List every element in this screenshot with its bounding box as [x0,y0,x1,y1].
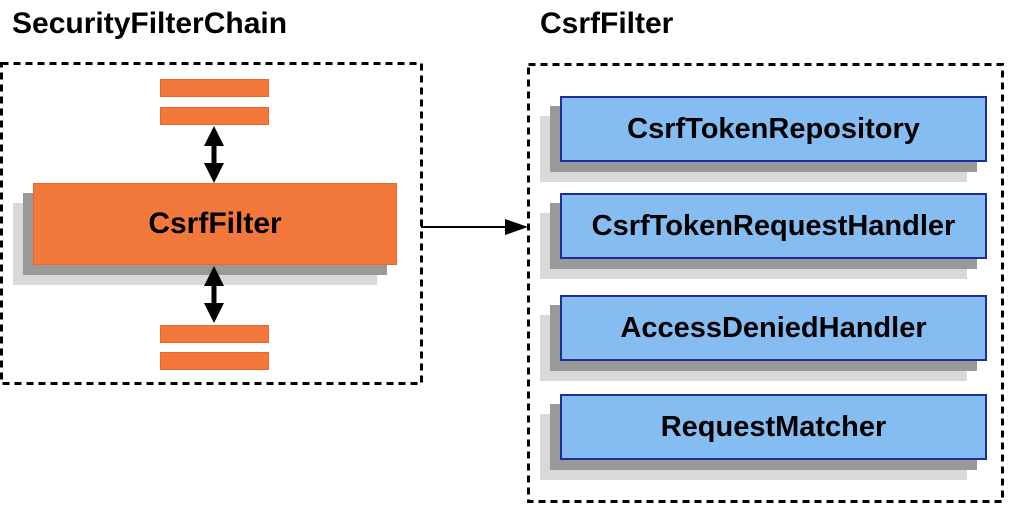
csrf-token-repository-node: CsrfTokenRepository [560,96,987,162]
csrf-token-request-handler-node: CsrfTokenRequestHandler [560,193,987,259]
csrf-filter-title: CsrfFilter [540,7,674,40]
csrf-filter-node-label: CsrfFilter [148,207,282,240]
security-filter-chain-group: CsrfFilter [0,62,423,385]
component-label: AccessDeniedHandler [620,312,927,344]
access-denied-handler-node: AccessDeniedHandler [560,295,987,361]
filter-placeholder-bar [160,352,269,370]
component-label: RequestMatcher [660,411,887,443]
bidirectional-arrow-icon [204,266,224,323]
filter-placeholder-bar [160,79,269,97]
request-matcher-node: RequestMatcher [560,394,987,460]
filter-placeholder-bar [160,325,269,343]
filter-placeholder-bar [160,107,269,125]
component-label: CsrfTokenRequestHandler [591,210,956,242]
component-label: CsrfTokenRepository [627,113,920,145]
flow-arrow-icon [421,219,528,235]
csrf-filter-group: CsrfTokenRepository CsrfTokenRequestHand… [527,63,1004,503]
dashed-border [0,62,423,385]
bidirectional-arrow-icon [204,126,224,183]
csrf-filter-node: CsrfFilter [33,183,397,265]
security-filter-chain-title: SecurityFilterChain [12,7,288,40]
